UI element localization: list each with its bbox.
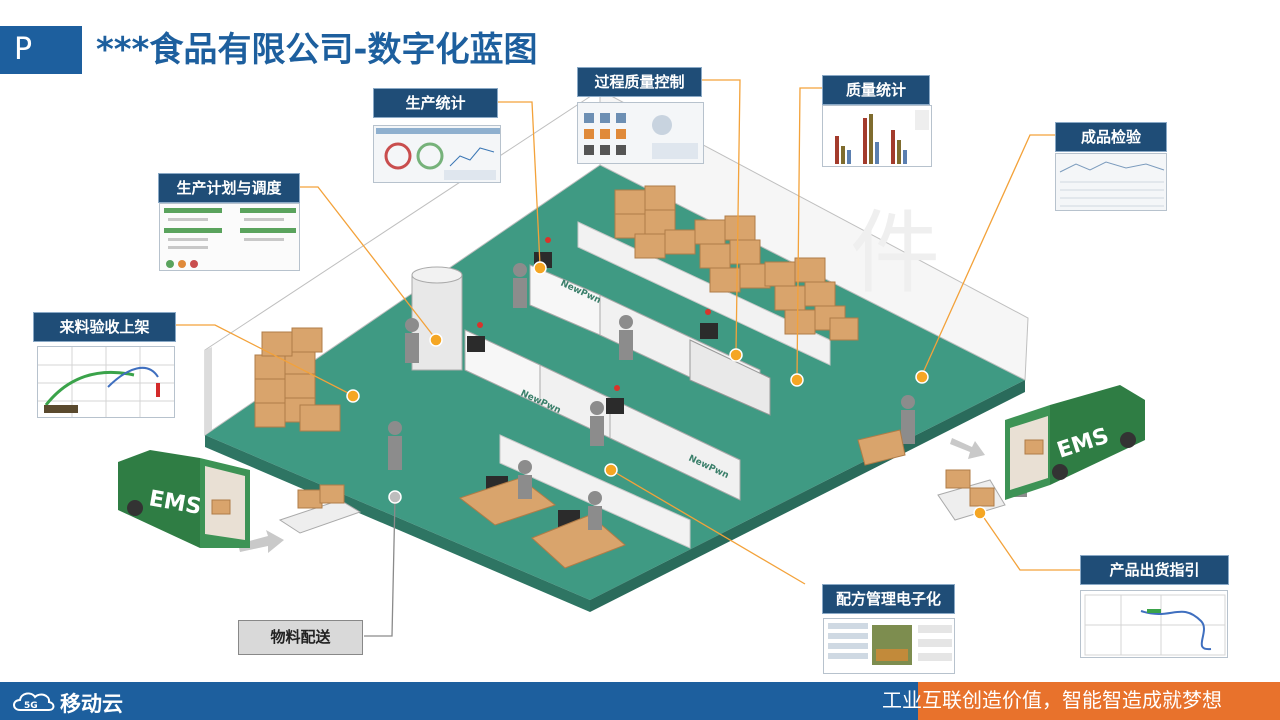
arrow-right	[950, 438, 985, 459]
label-quality-stats: 质量统计	[822, 75, 930, 105]
label-incoming-material: 来料验收上架	[33, 312, 176, 342]
label-finished-inspection: 成品检验	[1055, 122, 1167, 152]
box-stack-left	[254, 327, 341, 432]
bar-chart-icon	[835, 110, 929, 164]
page-title: ***食品有限公司-数字化蓝图	[96, 30, 538, 70]
factory-floor	[205, 165, 1025, 600]
callout-dots	[346, 261, 987, 520]
floor-edge-right	[590, 380, 1025, 612]
thumb-production-plan	[159, 203, 300, 271]
warehouse-map-icon	[38, 347, 174, 417]
footer-bar-blue	[0, 682, 918, 720]
label-material-delivery: 物料配送	[238, 620, 363, 655]
production-line-1	[529, 264, 771, 416]
cloud-logo-icon: 5G	[13, 692, 55, 711]
thumb-shipping-guidance	[1080, 590, 1228, 658]
wall-left-shade	[205, 347, 212, 435]
callout-dot-material-delivery	[388, 490, 402, 504]
inspection-table-icon	[1059, 161, 1165, 207]
ems-truck-right: EMS	[1005, 385, 1145, 500]
footer-bar-orange	[918, 682, 1280, 720]
thumb-production-stats	[373, 125, 501, 183]
leader-lines	[176, 79, 1080, 585]
svg-text:5G: 5G	[24, 701, 38, 711]
thumb-process-quality	[577, 102, 704, 164]
footer-logo-text: 移动云	[60, 692, 123, 716]
recipe-screen-icon	[828, 623, 952, 665]
label-production-stats: 生产统计	[373, 88, 498, 118]
thumb-incoming-material	[37, 346, 175, 418]
label-shipping-guidance: 产品出货指引	[1080, 555, 1229, 585]
watermark: 件	[850, 201, 940, 306]
signal-lights	[477, 237, 711, 391]
thumb-finished-inspection	[1055, 153, 1167, 211]
scheduling-form-icon	[164, 208, 296, 268]
slide-badge: P	[0, 26, 82, 74]
thumb-quality-stats	[822, 105, 932, 167]
label-process-quality: 过程质量控制	[577, 67, 702, 97]
leader-line-material-delivery	[364, 496, 396, 637]
label-production-plan: 生产计划与调度	[158, 173, 300, 203]
shipping-map-icon	[1084, 594, 1226, 656]
floor-edge-left	[205, 435, 590, 612]
thumb-recipe-management	[823, 618, 955, 674]
footer-slogan: 工业互联创造价值，智能智造成就梦想	[882, 688, 1222, 712]
ems-truck-left: EMS	[118, 450, 250, 548]
box-stack-right	[614, 185, 859, 341]
quality-control-panel-icon	[584, 113, 698, 159]
label-recipe-management: 配方管理电子化	[822, 584, 955, 614]
trolleys	[278, 429, 1006, 534]
dashboard-gauges-icon	[376, 128, 500, 180]
silo-machine	[411, 266, 463, 371]
